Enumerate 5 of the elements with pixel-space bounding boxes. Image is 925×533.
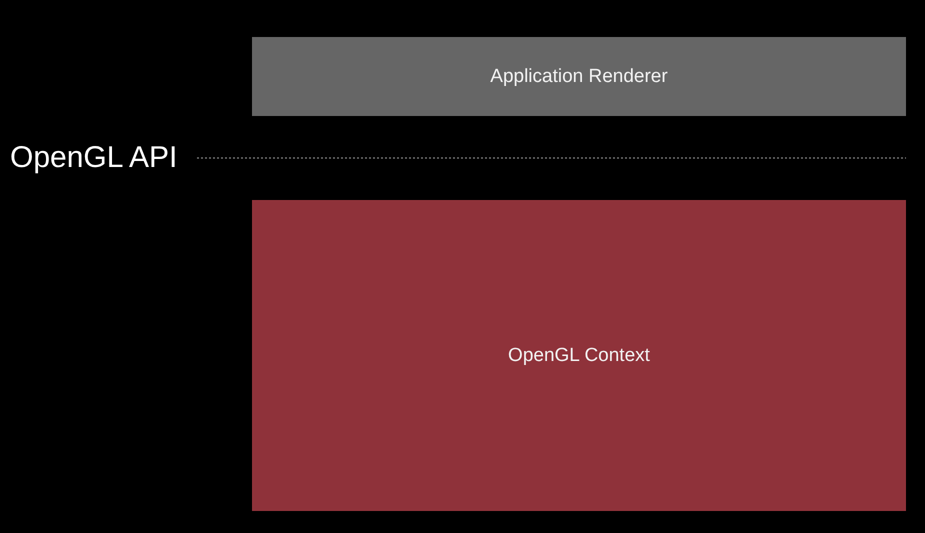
renderer-layer-box	[252, 37, 906, 116]
layer-label: Application Renderer	[490, 66, 668, 88]
layer-boundary-label: OpenGL API	[10, 141, 178, 175]
context-layer-box	[252, 200, 906, 511]
layer-label: OpenGL Context	[508, 344, 650, 366]
